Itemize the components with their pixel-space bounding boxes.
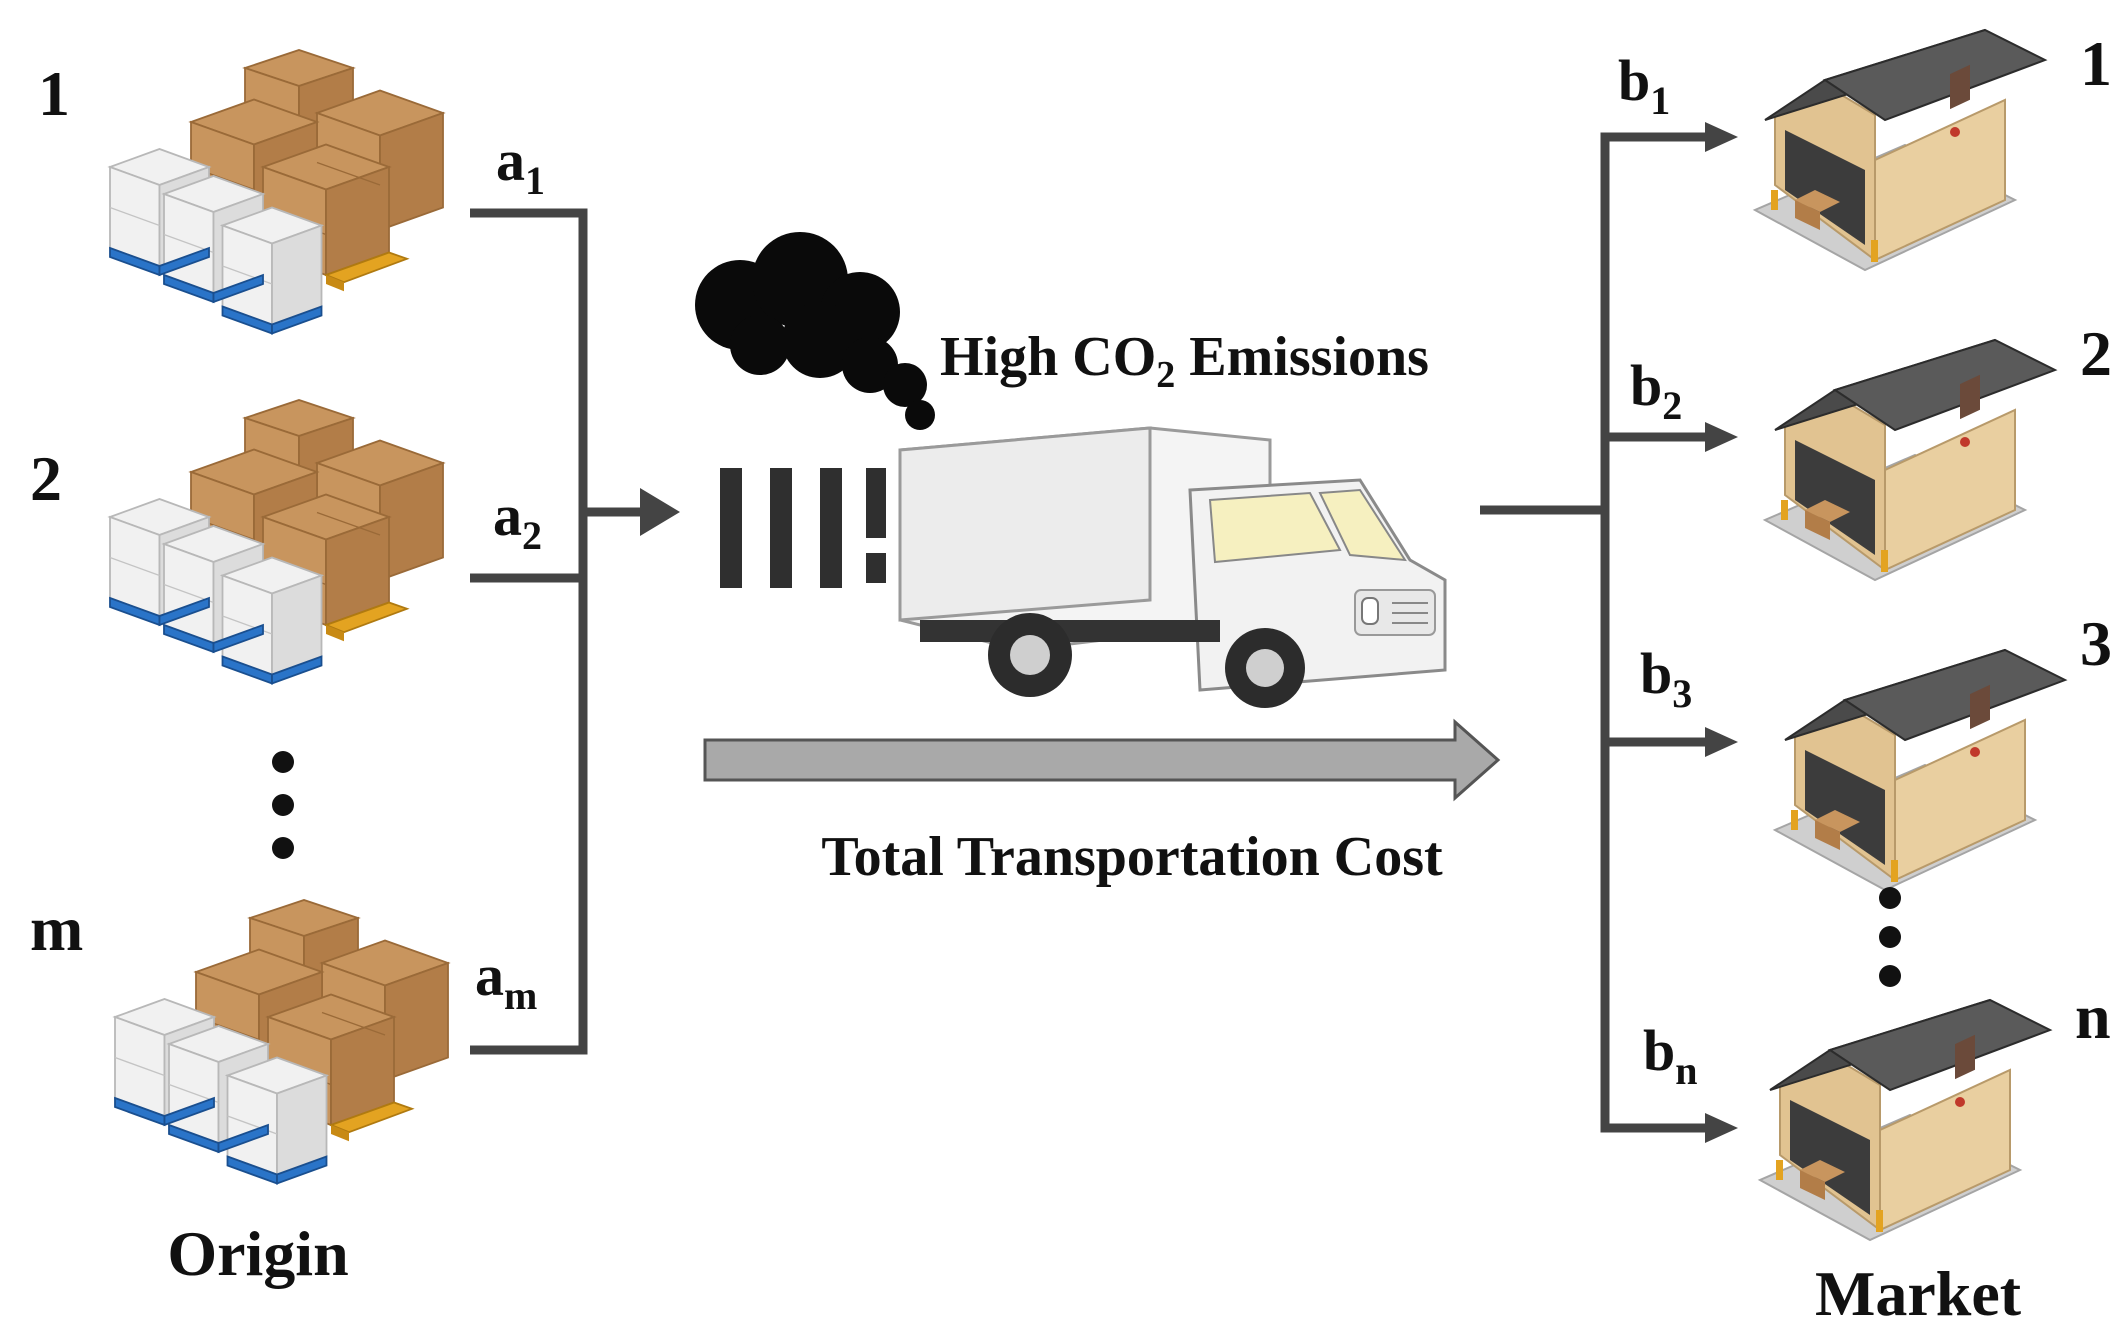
market-index-2: 2 — [2080, 318, 2112, 389]
supply-label-m: am — [475, 943, 537, 1018]
supply-label-2: a2 — [493, 483, 542, 558]
emissions-label: High CO2 Emissions — [940, 326, 1429, 396]
origin-ellipsis — [272, 751, 294, 859]
market-index-n: n — [2075, 981, 2111, 1052]
market-connector — [1480, 132, 1710, 1133]
demand-label-1: b1 — [1618, 48, 1670, 123]
market-warehouse-3 — [1774, 649, 2066, 891]
market-warehouse-1 — [1754, 29, 2046, 271]
market-arrow-heads — [1705, 122, 1738, 1143]
origin-index-1: 1 — [38, 58, 70, 129]
exhaust-icon — [720, 468, 886, 588]
demand-label-n: bn — [1643, 1018, 1698, 1093]
smoke-icon — [695, 232, 935, 430]
warehouse-icon — [1764, 339, 2056, 581]
pallet-boxes-icon — [109, 399, 444, 685]
demand-label-3: b3 — [1640, 641, 1692, 716]
origin-connector — [470, 208, 645, 1055]
market-title: Market — [1815, 1258, 2022, 1329]
origin-index-m: m — [30, 893, 83, 964]
warehouse-icon — [1759, 999, 2051, 1241]
market-warehouse-n — [1759, 999, 2051, 1241]
warehouse-icon — [1754, 29, 2046, 271]
pallet-boxes-icon — [109, 49, 444, 335]
origin-pallet-1 — [109, 49, 444, 335]
warehouse-icon — [1774, 649, 2066, 891]
origin-pallet-m — [114, 899, 449, 1185]
origin-pallet-2 — [109, 399, 444, 685]
pallet-boxes-icon — [114, 899, 449, 1185]
demand-label-2: b2 — [1630, 353, 1682, 428]
origin-title: Origin — [167, 1218, 348, 1289]
origin-arrow-head — [640, 488, 680, 536]
market-ellipsis — [1879, 887, 1901, 987]
market-warehouse-2 — [1764, 339, 2056, 581]
cost-label: Total Transportation Cost — [821, 826, 1443, 888]
origin-index-2: 2 — [30, 443, 62, 514]
market-index-1: 1 — [2080, 28, 2112, 99]
supply-label-1: a1 — [496, 128, 545, 203]
cost-arrow — [703, 718, 1501, 802]
market-index-3: 3 — [2080, 608, 2112, 679]
truck-icon — [898, 426, 1447, 708]
